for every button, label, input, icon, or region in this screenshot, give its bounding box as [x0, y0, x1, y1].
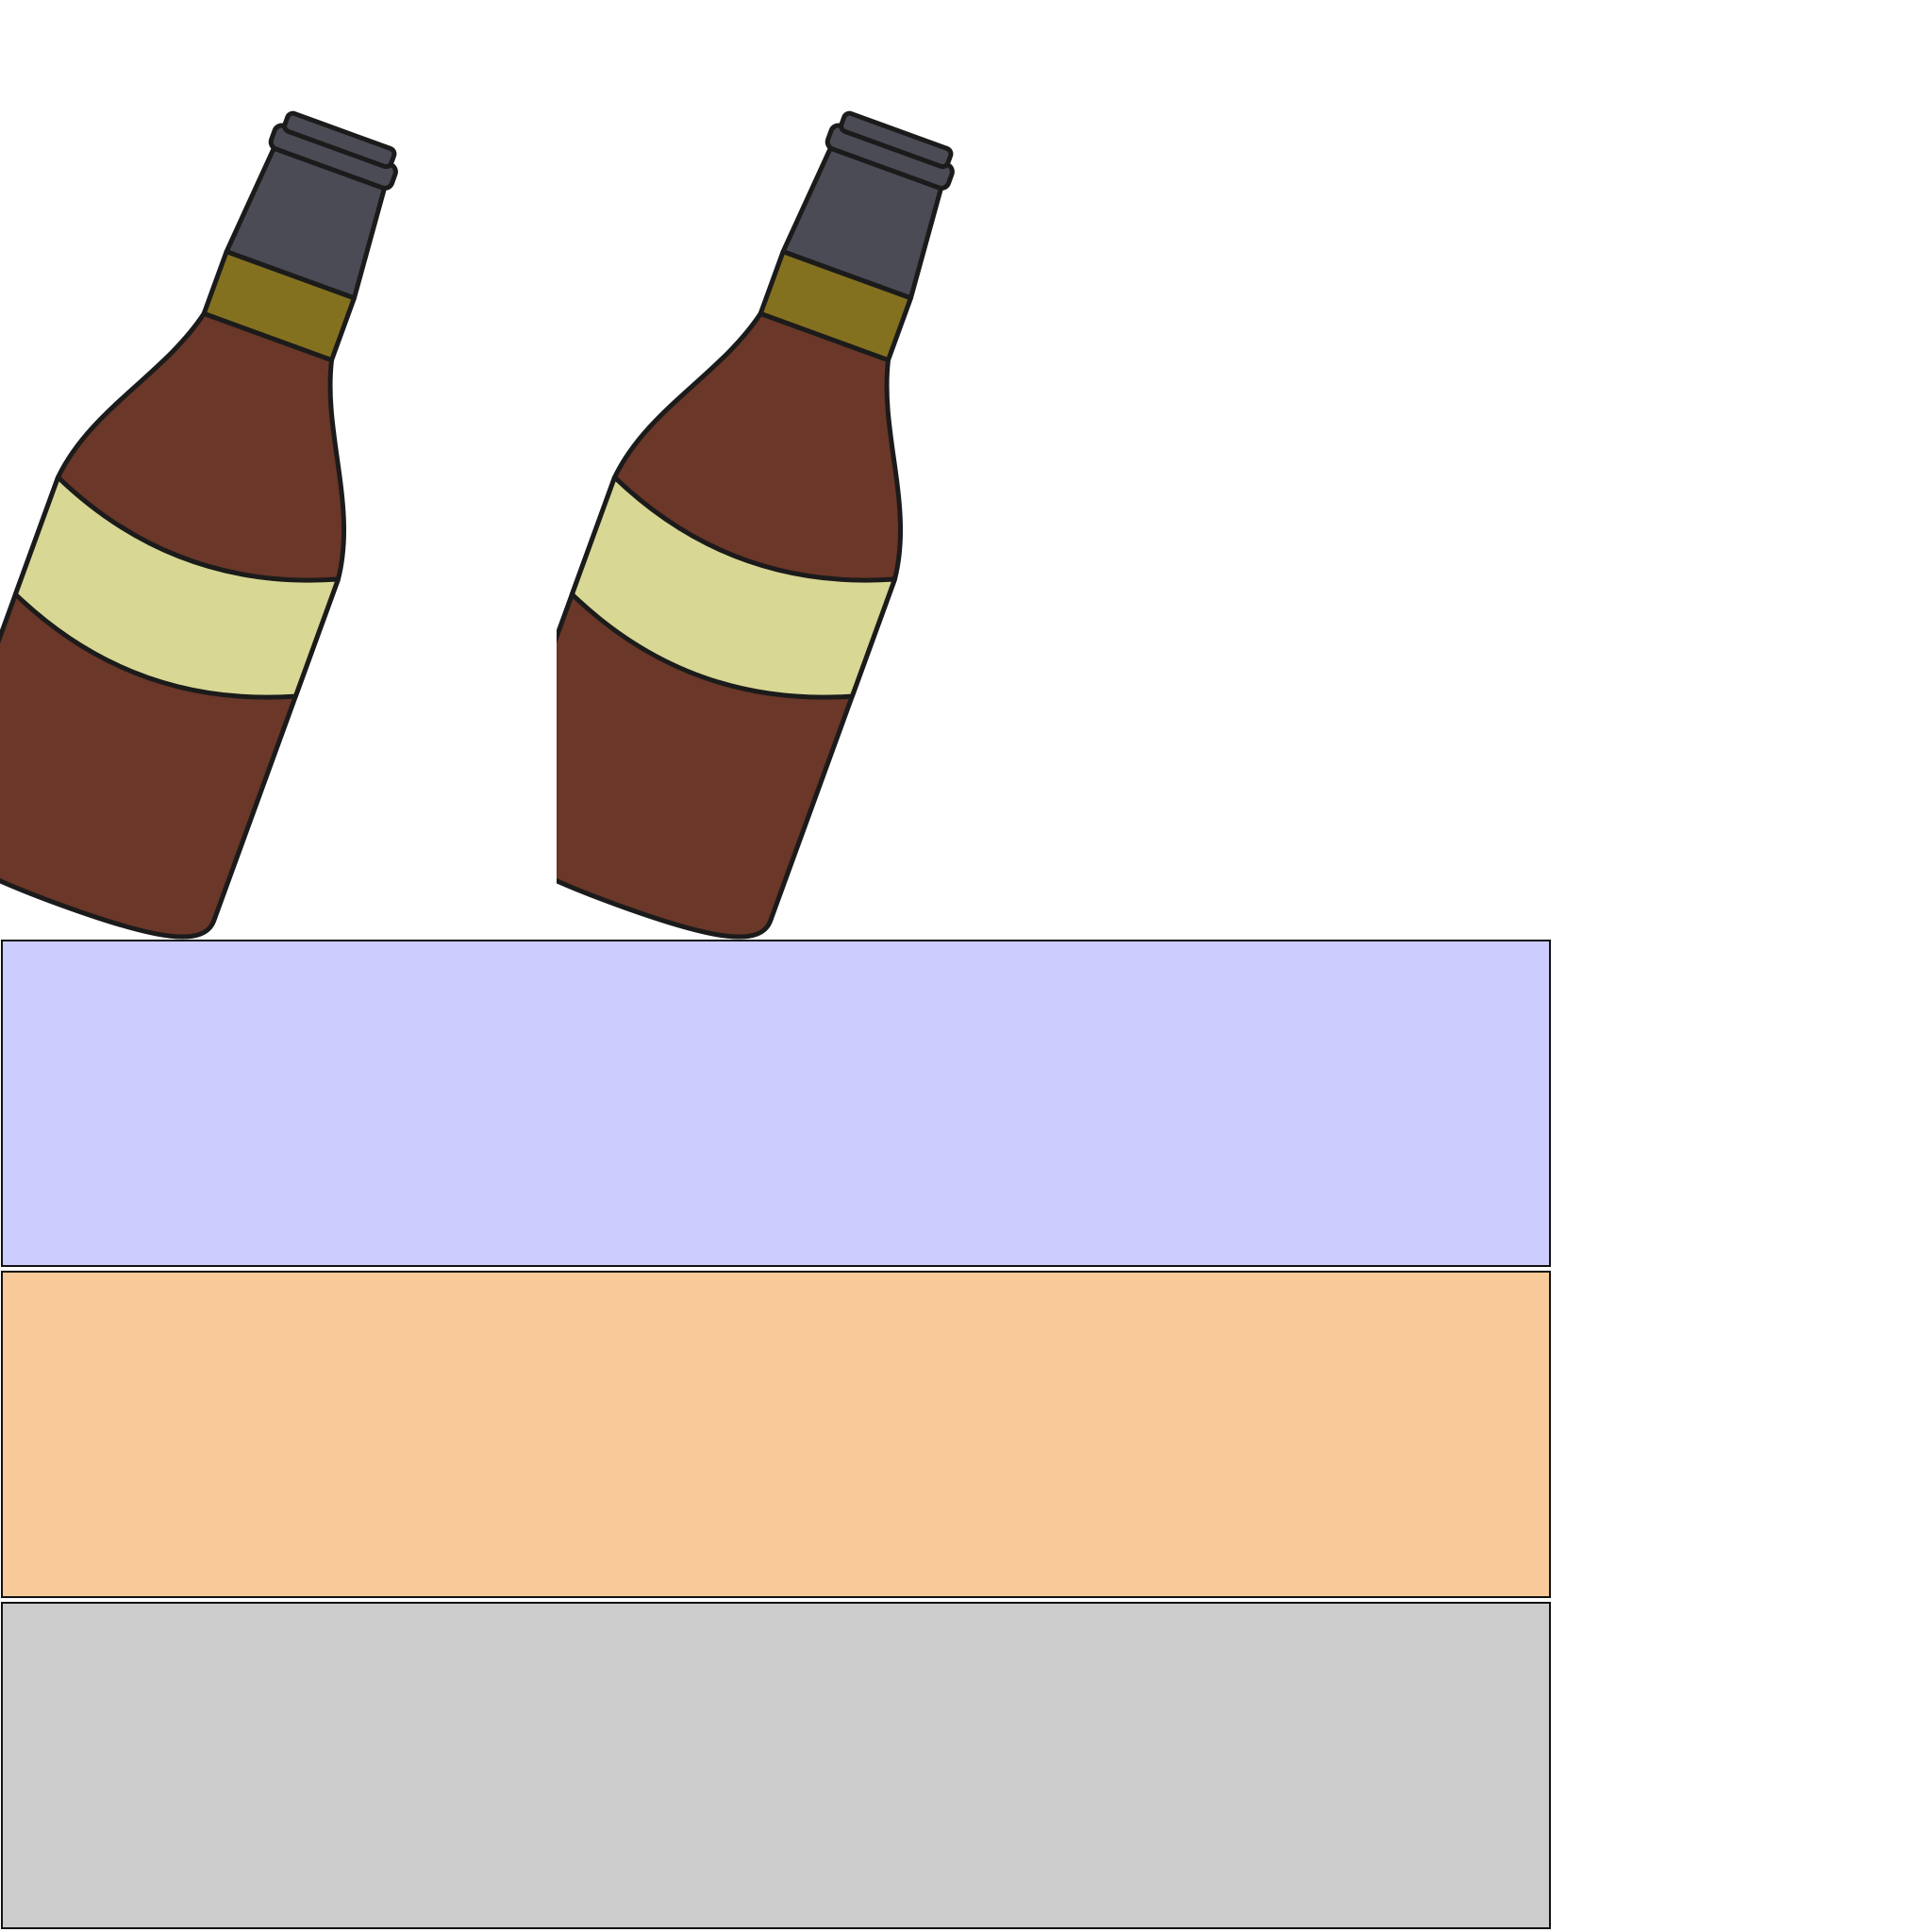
bottle-label — [569, 475, 897, 700]
color-band-lavender — [1, 940, 1551, 1267]
color-band-gray — [1, 1602, 1551, 1929]
bottle-label — [12, 475, 341, 700]
bottle-cap-top — [839, 110, 954, 170]
wine-bottle-1 — [0, 110, 398, 940]
color-band-peach — [1, 1271, 1551, 1598]
bottle-cap-top — [282, 110, 397, 170]
wine-bottle-2 — [557, 110, 955, 940]
